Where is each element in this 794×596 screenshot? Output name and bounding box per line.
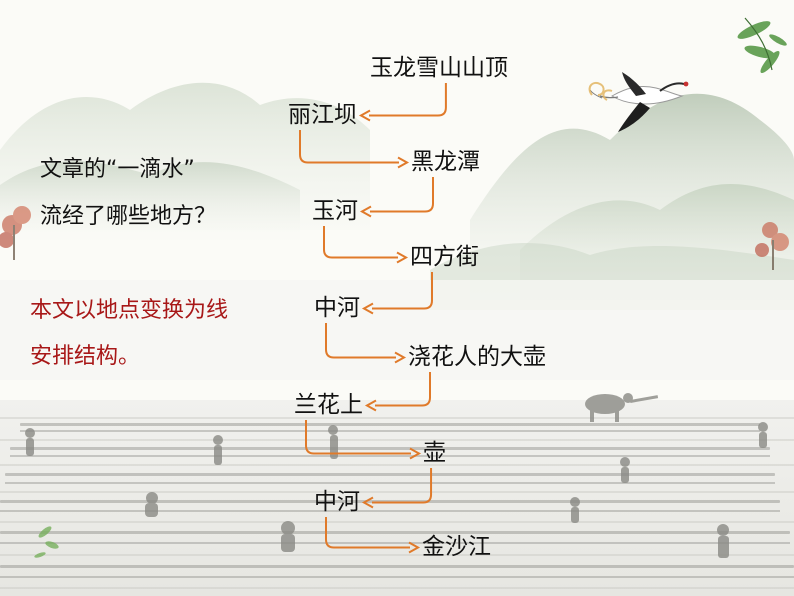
route-node-watering-pot: 浇花人的大壶 xyxy=(408,344,546,370)
question-line-1: 文章的“一滴水” xyxy=(40,157,195,182)
route-arrow-head xyxy=(394,351,407,364)
route-arrow-head xyxy=(358,109,371,122)
route-arrow-line xyxy=(299,130,399,164)
route-node-sifang-street: 四方街 xyxy=(410,244,479,270)
route-node-orchid: 兰花上 xyxy=(294,392,363,418)
structure-note-line-2: 安排结构。 xyxy=(30,344,141,369)
route-node-middle-river-2: 中河 xyxy=(314,489,360,515)
route-arrow-head xyxy=(361,302,374,315)
route-arrow-line xyxy=(370,177,434,213)
route-arrow-head xyxy=(359,205,372,218)
question-line-2: 流经了哪些地方？ xyxy=(40,204,217,229)
route-node-lijiang-basin: 丽江坝 xyxy=(288,102,357,128)
route-arrow-line xyxy=(375,372,431,407)
route-arrow-head xyxy=(396,251,409,264)
route-node-black-dragon-pool: 黑龙潭 xyxy=(411,149,480,175)
route-arrow-head xyxy=(408,541,421,554)
route-arrow-line xyxy=(372,272,433,310)
route-arrow-line xyxy=(325,323,396,359)
route-arrow-line xyxy=(323,226,398,259)
route-arrow-line xyxy=(305,420,411,455)
route-node-pot: 壶 xyxy=(423,440,446,466)
route-node-middle-river-1: 中河 xyxy=(314,295,360,321)
route-arrow-line xyxy=(372,468,433,504)
route-arrow-head xyxy=(364,399,377,412)
route-node-jade-river: 玉河 xyxy=(312,198,358,224)
route-arrow-head xyxy=(361,496,374,509)
route-arrow-line xyxy=(325,517,410,549)
route-node-jinsha-river: 金沙江 xyxy=(422,534,491,560)
route-arrow-head xyxy=(397,156,410,169)
route-arrow-head xyxy=(409,447,422,460)
route-node-yulong-snow-mountain: 玉龙雪山山顶 xyxy=(370,55,508,81)
structure-note-line-1: 本文以地点变换为线 xyxy=(30,298,229,323)
route-arrow-line xyxy=(369,83,447,117)
